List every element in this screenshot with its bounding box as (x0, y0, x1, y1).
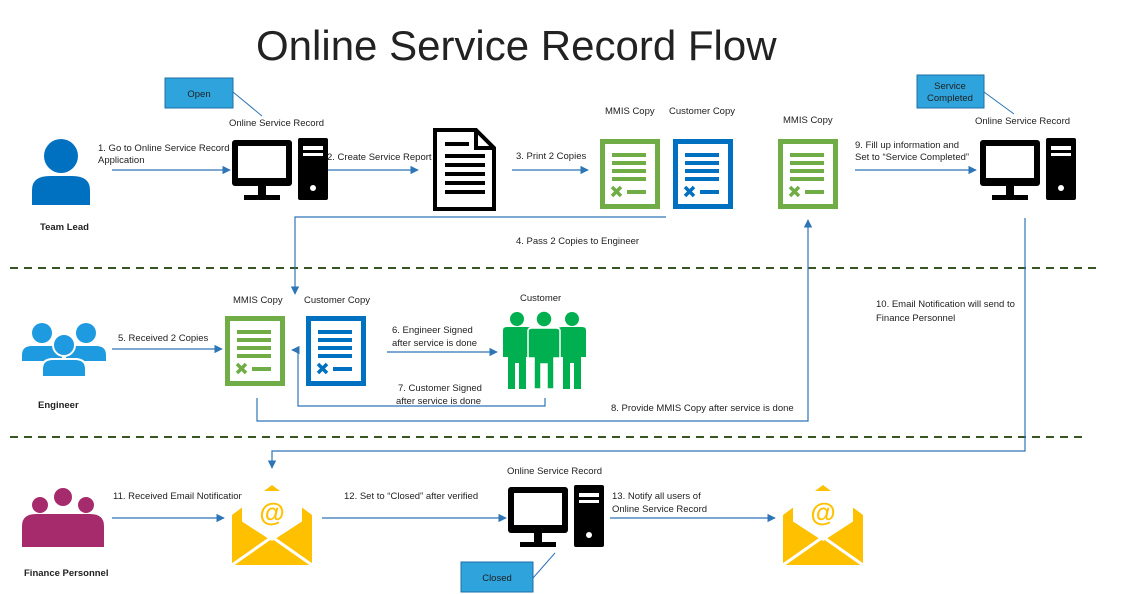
team-lead-label: Team Lead (40, 222, 89, 233)
email-icon-2 (781, 483, 865, 567)
step-4-label: 4. Pass 2 Copies to Engineer (516, 236, 639, 247)
mmis-copy-icon-3 (228, 319, 283, 384)
computer-2-label: Online Service Record (975, 116, 1070, 127)
mmis-copy-label-2: MMIS Copy (783, 115, 833, 126)
customer-copy-label-1: Customer Copy (669, 106, 735, 117)
step-6-line-2: after service is done (392, 338, 477, 349)
step-5-label: 5. Received 2 Copies (118, 333, 209, 344)
service-completed-callout (916, 74, 985, 109)
mmis-copy-label-3: MMIS Copy (233, 295, 283, 306)
step-6-line-1: 6. Engineer Signed (392, 325, 473, 336)
mmis-copy-icon-1 (603, 142, 658, 207)
customers-icon (503, 310, 586, 390)
step-10-line-1: 10. Email Notification will send to (876, 299, 1015, 310)
customer-copy-icon-3 (309, 319, 364, 384)
service-completed-line-2: Completed (927, 93, 973, 104)
step-8-label: 8. Provide MMIS Copy after service is do… (611, 403, 794, 414)
finance-group-icon (22, 488, 104, 547)
step-10-line-2: Finance Personnel (876, 313, 955, 324)
closed-callout (460, 561, 534, 593)
step-7-line-1: 7. Customer Signed (398, 383, 482, 394)
page-title: Online Service Record Flow (256, 22, 777, 69)
step-3-label: 3. Print 2 Copies (516, 151, 586, 162)
email-icon-1 (230, 483, 314, 567)
step-2-label: 2. Create Service Report (327, 152, 432, 163)
mmis-copy-label-1: MMIS Copy (605, 106, 655, 117)
step-11-label: 11. Received Email Notification (113, 491, 244, 502)
computer-icon-1 (232, 138, 328, 200)
step-13-line-1: 13. Notify all users of (612, 491, 701, 502)
step-1-line-2: Application (98, 155, 144, 166)
computer-1-label: Online Service Record (229, 118, 324, 129)
document-icon (433, 128, 496, 211)
engineer-group-icon (22, 323, 106, 378)
open-callout-text: Open (187, 89, 210, 100)
computer-icon-2 (980, 138, 1076, 200)
customer-label: Customer (520, 293, 561, 304)
team-lead-user-icon (32, 139, 90, 205)
finance-label: Finance Personnel (24, 568, 108, 579)
step-1-line-1: 1. Go to Online Service Record (98, 143, 229, 154)
step-9-line-1: 9. Fill up information and (855, 140, 959, 151)
service-completed-line-1: Service (934, 81, 966, 92)
step-12-label: 12. Set to “Closed” after verified (344, 491, 478, 502)
step-9-line-2: Set to “Service Completed” (855, 152, 969, 163)
open-callout (164, 77, 234, 109)
closed-callout-text: Closed (482, 573, 512, 584)
computer-icon-3 (508, 485, 604, 547)
step-13-line-2: Online Service Record (612, 504, 707, 515)
customer-copy-icon-1 (676, 142, 731, 207)
computer-3-label: Online Service Record (507, 466, 602, 477)
customer-copy-label-3: Customer Copy (304, 295, 370, 306)
step-7-line-2: after service is done (396, 396, 481, 407)
mmis-copy-icon-2 (781, 142, 836, 207)
engineer-label: Engineer (38, 400, 79, 411)
